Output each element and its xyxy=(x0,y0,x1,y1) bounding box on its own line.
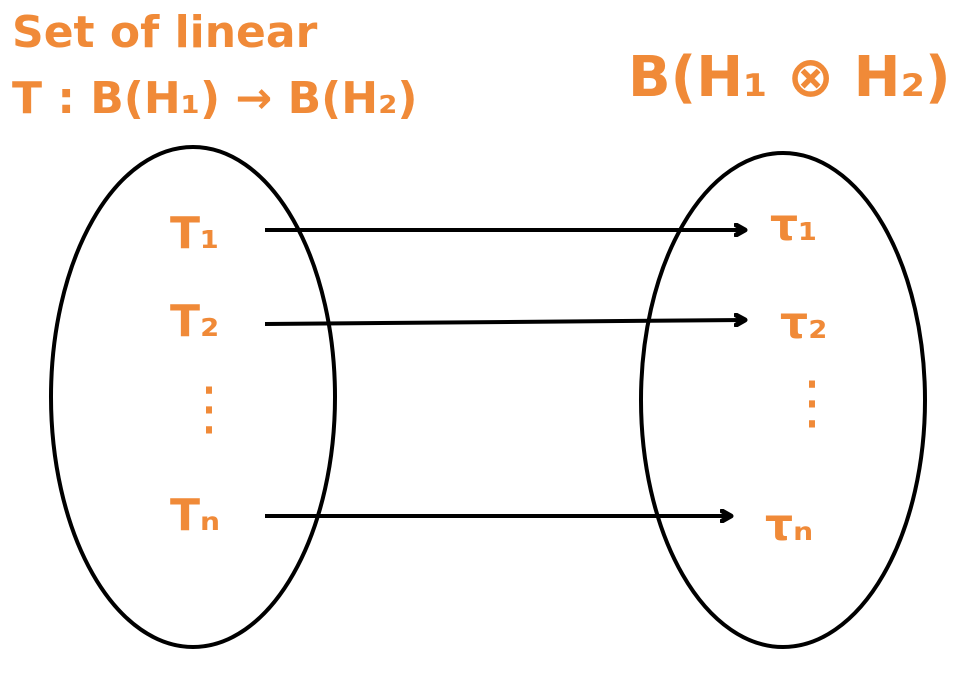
left-set-title-line1: Set of linear xyxy=(12,7,318,58)
left-set-ellipse xyxy=(49,145,337,649)
left-item-tn: Tₙ xyxy=(170,490,220,541)
left-set-title-line2: T : B(H₁) → B(H₂) xyxy=(12,73,417,124)
left-vertical-dots: ⋮ xyxy=(180,374,238,442)
right-set-ellipse xyxy=(639,151,927,649)
right-item-tau1: τ₁ xyxy=(770,200,817,251)
left-item-t1: T₁ xyxy=(170,208,219,259)
right-item-tau2: τ₂ xyxy=(780,298,827,349)
arrow-t2-to-tau2 xyxy=(264,320,744,324)
right-vertical-dots: ⋮ xyxy=(783,368,841,436)
left-item-t2: T₂ xyxy=(170,296,219,347)
right-set-title: B(H₁ ⊗ H₂) xyxy=(628,45,951,110)
right-item-taun: τₙ xyxy=(765,500,813,551)
